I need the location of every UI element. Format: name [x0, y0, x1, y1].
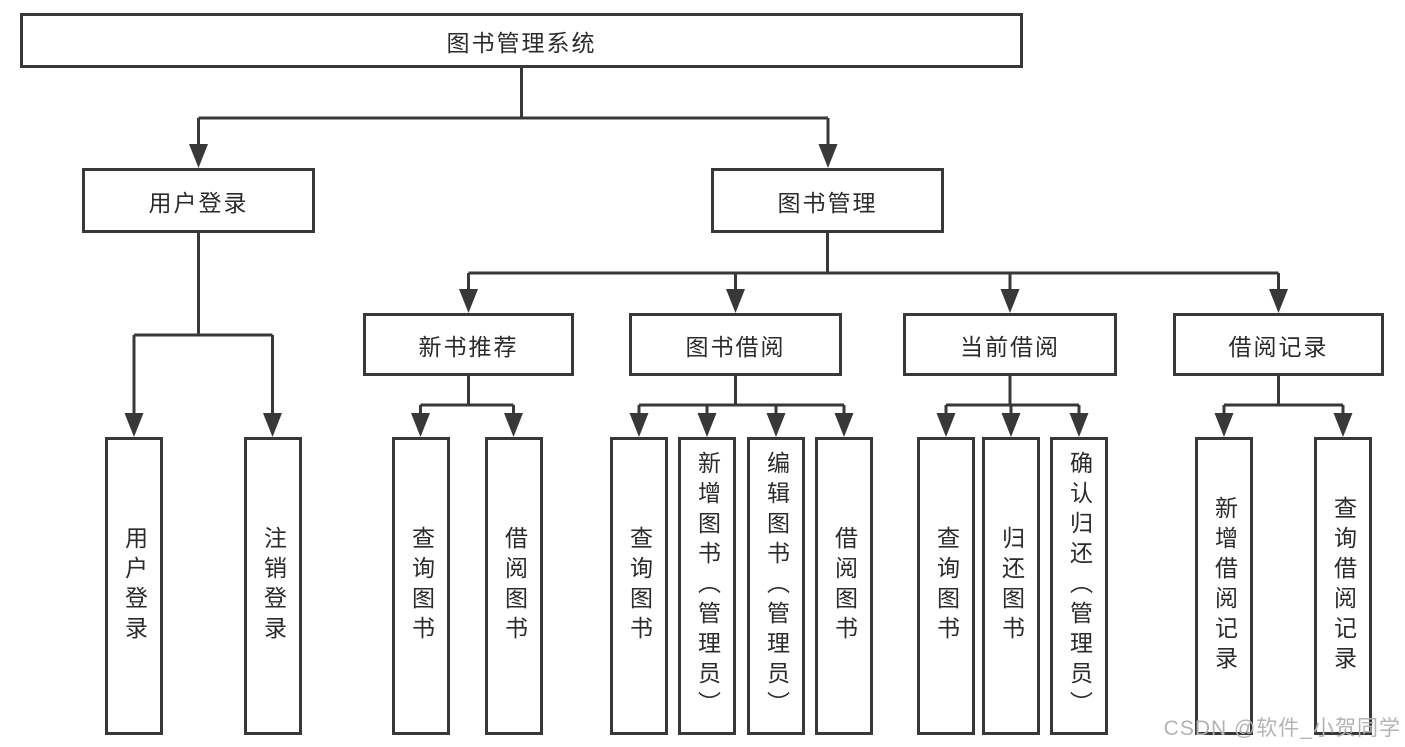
node-current-borrow: 当前借阅 [903, 313, 1117, 376]
leaf-query-books-current-label: 查询图书 [933, 526, 960, 646]
node-book-borrow: 图书借阅 [629, 313, 842, 376]
node-book-management-label: 图书管理 [777, 189, 878, 216]
node-borrow-records: 借阅记录 [1173, 313, 1384, 376]
leaf-logout: 注销登录 [244, 437, 302, 735]
leaf-query-books-current: 查询图书 [917, 437, 975, 735]
leaf-query-books-recommend: 查询图书 [392, 437, 450, 735]
leaf-edit-book-admin-label: 编辑图书（管理员） [763, 451, 790, 721]
leaf-add-book-admin-label: 新增图书（管理员） [694, 451, 721, 721]
node-root-label: 图书管理系统 [446, 29, 597, 56]
node-current-borrow-label: 当前借阅 [960, 333, 1060, 360]
node-new-book-recommend: 新书推荐 [363, 313, 574, 376]
node-book-borrow-label: 图书借阅 [685, 333, 786, 360]
leaf-edit-book-admin: 编辑图书（管理员） [747, 437, 805, 735]
node-root-system: 图书管理系统 [20, 13, 1023, 68]
node-user-login: 用户登录 [82, 168, 315, 233]
leaf-query-books-recommend-label: 查询图书 [408, 526, 435, 646]
leaf-logout-label: 注销登录 [260, 526, 287, 646]
watermark: CSDN @软件_小贺同学 [1163, 717, 1401, 740]
leaf-add-book-admin: 新增图书（管理员） [678, 437, 736, 735]
leaf-add-borrow-record: 新增借阅记录 [1195, 437, 1253, 735]
node-user-login-label: 用户登录 [148, 189, 249, 216]
leaf-borrow-books-label: 借阅图书 [831, 526, 858, 646]
leaf-user-login: 用户登录 [105, 437, 163, 735]
leaf-confirm-return-admin: 确认归还（管理员） [1050, 437, 1108, 735]
node-new-book-recommend-label: 新书推荐 [418, 333, 519, 360]
node-book-management: 图书管理 [711, 168, 944, 233]
leaf-query-books-borrow-label: 查询图书 [626, 526, 653, 646]
leaf-borrow-books-recommend: 借阅图书 [485, 437, 543, 735]
leaf-query-books-borrow: 查询图书 [610, 437, 668, 735]
leaf-return-book-label: 归还图书 [998, 526, 1025, 646]
leaf-borrow-books-recommend-label: 借阅图书 [501, 526, 528, 646]
leaf-user-login-label: 用户登录 [121, 526, 148, 646]
leaf-confirm-return-admin-label: 确认归还（管理员） [1066, 451, 1093, 721]
leaf-query-borrow-record: 查询借阅记录 [1314, 437, 1372, 735]
leaf-query-borrow-record-label: 查询借阅记录 [1330, 496, 1357, 676]
leaf-add-borrow-record-label: 新增借阅记录 [1211, 496, 1238, 676]
node-borrow-records-label: 借阅记录 [1228, 333, 1329, 360]
leaf-borrow-books: 借阅图书 [815, 437, 873, 735]
leaf-return-book: 归还图书 [982, 437, 1040, 735]
